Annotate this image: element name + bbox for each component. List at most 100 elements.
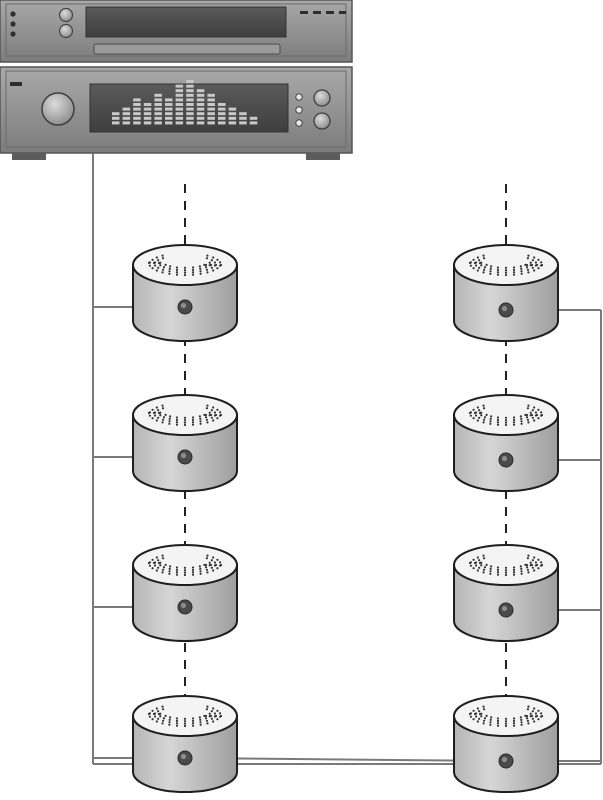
- equalizer-segment: [207, 107, 215, 111]
- grille-dot: [496, 273, 500, 276]
- grille-dot: [482, 254, 485, 257]
- grille-dot: [504, 566, 508, 569]
- speaker-grille: [468, 705, 544, 728]
- grille-dot: [213, 564, 217, 567]
- equalizer-segment: [165, 112, 173, 116]
- equalizer-segment: [143, 121, 152, 125]
- equalizer-segment: [239, 121, 247, 125]
- grille-dot: [480, 561, 483, 564]
- grille-dot: [480, 264, 483, 267]
- equalizer-segment: [186, 107, 194, 111]
- grille-dot: [534, 411, 538, 414]
- grille-dot: [203, 413, 206, 416]
- grille-dot: [199, 272, 202, 275]
- grille-dot: [482, 554, 485, 557]
- grille-dot: [489, 272, 492, 275]
- grille-dot: [183, 573, 187, 577]
- equalizer-segment: [143, 107, 152, 111]
- grille-dot: [175, 722, 179, 725]
- grille-dot: [213, 411, 217, 414]
- grille-dot: [489, 422, 492, 425]
- grille-dot: [208, 564, 211, 567]
- terminal-highlight: [501, 605, 508, 612]
- grille-dot: [175, 573, 179, 576]
- grille-dot: [155, 419, 158, 422]
- grille-dot: [540, 261, 543, 264]
- amplifier-small-button: [295, 93, 303, 101]
- grille-dot: [480, 261, 483, 264]
- grille-dot: [208, 414, 211, 417]
- grille-dot: [534, 712, 538, 715]
- grille-dot: [472, 558, 475, 561]
- grille-dot: [216, 258, 219, 261]
- grille-dot: [537, 408, 540, 411]
- grille-dot: [537, 558, 540, 561]
- grille-dot: [168, 422, 171, 425]
- equalizer-segment: [196, 89, 205, 93]
- grille-dot: [153, 411, 157, 414]
- grille-dot: [519, 415, 522, 418]
- grille-dot: [151, 567, 154, 570]
- grille-dot: [527, 404, 530, 407]
- grille-dot: [175, 717, 179, 720]
- grille-dot: [183, 266, 187, 269]
- grille-dot: [520, 567, 523, 570]
- equalizer-segment: [207, 93, 215, 97]
- grille-dot: [204, 714, 208, 718]
- grille-dot: [153, 715, 157, 718]
- tuner-button: [58, 7, 74, 23]
- grille-dot: [496, 573, 500, 576]
- grille-dot: [504, 273, 508, 277]
- grille-dot: [483, 266, 487, 269]
- grille-dot: [204, 717, 208, 720]
- equalizer-segment: [143, 116, 152, 120]
- grille-dot: [534, 264, 538, 267]
- grille-dot: [482, 722, 485, 725]
- speaker-top: [132, 244, 238, 286]
- equalizer-segment: [175, 112, 184, 116]
- grille-dot: [198, 265, 201, 268]
- grille-dot: [212, 419, 215, 422]
- grille-dot: [478, 710, 481, 713]
- speaker-grille: [147, 554, 223, 577]
- grille-dot: [151, 558, 154, 561]
- grille-dot: [168, 718, 171, 721]
- grille-dot: [520, 718, 523, 721]
- grille-dot: [204, 266, 208, 269]
- grille-dot: [216, 267, 219, 270]
- grille-dot: [175, 724, 179, 727]
- grille-dot: [183, 571, 187, 574]
- grille-dot: [219, 561, 222, 564]
- equalizer-segment: [133, 121, 141, 125]
- grille-dot: [512, 421, 516, 424]
- speaker-icon: [453, 695, 559, 793]
- equalizer-segment: [165, 121, 173, 125]
- grille-dot: [183, 566, 187, 569]
- grille-dot: [482, 557, 486, 560]
- grille-dot: [531, 710, 534, 713]
- grille-dot: [527, 254, 530, 257]
- grille-dot: [183, 720, 187, 723]
- grille-dot: [520, 267, 523, 270]
- grille-dot: [175, 273, 179, 276]
- grille-dot: [175, 568, 179, 571]
- equalizer-segment: [196, 103, 205, 106]
- grille-dot: [512, 724, 516, 727]
- grille-dot: [529, 564, 532, 567]
- grille-dot: [512, 423, 516, 426]
- grille-dot: [157, 266, 160, 269]
- speaker-icon: [453, 544, 559, 642]
- grille-dot: [148, 561, 151, 564]
- equalizer-segment: [154, 107, 162, 111]
- grille-dot: [191, 571, 195, 574]
- grille-dot: [469, 411, 472, 414]
- equalizer-segment: [175, 89, 184, 93]
- grille-dot: [512, 271, 516, 274]
- grille-dot: [534, 561, 538, 564]
- grille-dot: [191, 266, 195, 269]
- grille-dot: [168, 570, 171, 573]
- grille-dot: [153, 261, 157, 264]
- grille-dot: [169, 565, 172, 568]
- grille-dot: [478, 559, 481, 562]
- grille-dot: [533, 707, 536, 710]
